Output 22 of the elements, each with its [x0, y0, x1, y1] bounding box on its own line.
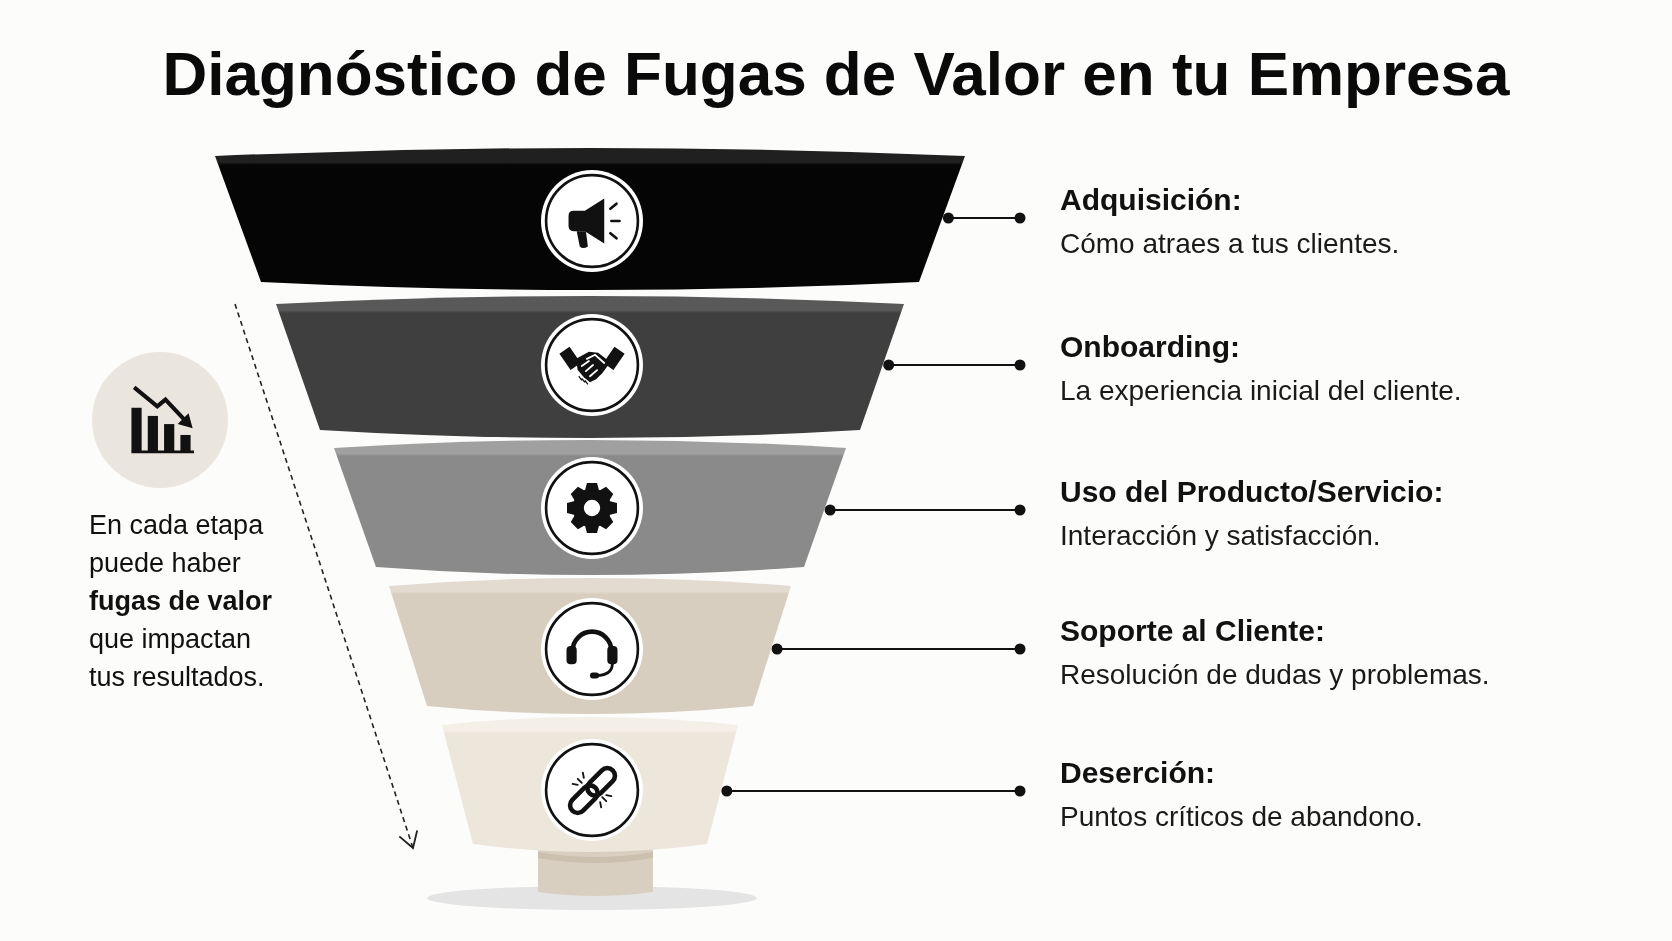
stage-description: Puntos críticos de abandono. — [1060, 800, 1423, 834]
stage-description: Resolución de dudas y problemas. — [1060, 658, 1490, 692]
stage-title: Deserción: — [1060, 755, 1216, 791]
connector-line — [824, 504, 1026, 516]
stage-description: Cómo atraes a tus clientes. — [1060, 227, 1400, 261]
note-text: En cada etapa puede haber fugas de valor que impactan tus resultados. — [89, 509, 274, 694]
funnel-band — [276, 296, 904, 438]
funnel-band — [334, 440, 846, 575]
connector-line — [721, 785, 1026, 797]
connector-line — [942, 212, 1026, 224]
connector-line — [771, 643, 1026, 655]
funnel-band — [215, 148, 965, 290]
title: Diagnóstico de Fugas de Valor en tu Empresa — [162, 38, 1510, 110]
stage-description: Interacción y satisfacción. — [1060, 519, 1381, 553]
funnel-band — [442, 717, 738, 852]
connector-line — [883, 359, 1026, 371]
stage-title: Adquisición: — [1060, 182, 1242, 218]
stage-title: Uso del Producto/Servicio: — [1060, 474, 1444, 510]
stage-title: Soporte al Cliente: — [1060, 613, 1326, 649]
stage-title: Onboarding: — [1060, 329, 1240, 365]
stage-description: La experiencia inicial del cliente. — [1060, 374, 1462, 408]
funnel-band — [389, 578, 791, 714]
